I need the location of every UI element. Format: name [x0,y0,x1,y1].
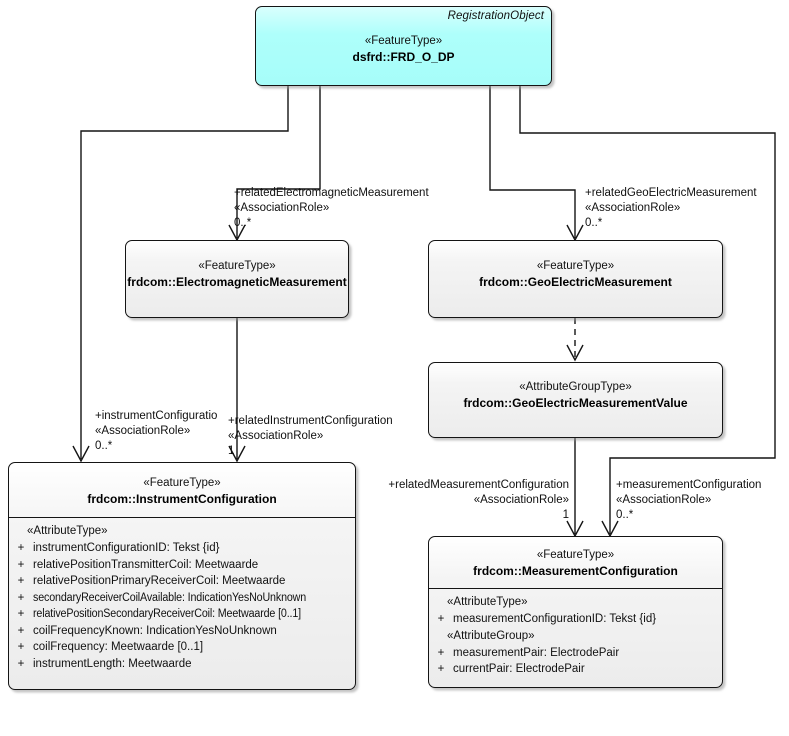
class-box-instrumentconfiguration[interactable]: «FeatureType» frdcom::InstrumentConfigur… [8,462,356,690]
attribute-row: + measurementConfigurationID: Tekst {id} [429,611,722,628]
association-role-name: +relatedMeasurementConfiguration [388,479,569,491]
attribute-visibility: + [17,558,25,571]
edge-label-related-geoelectric: +relatedGeoElectricMeasurement «Associat… [585,186,757,231]
edge-label-related-measurement-configuration: +relatedMeasurementConfiguration «Associ… [369,478,569,523]
association-stereotype: «AssociationRole» [234,202,330,214]
association-stereotype: «AssociationRole» [585,202,681,214]
class-box-frd-o-dp[interactable]: RegistrationObject «FeatureType» dsfrd::… [255,6,552,86]
attribute-visibility: + [437,646,445,659]
attribute-row: + measurementPair: ElectrodePair [429,645,722,662]
attribute-row: + coilFrequency: Meetwaarde [0..1] [9,639,355,656]
association-role-name: +relatedInstrumentConfiguration [228,415,393,427]
compartment-divider [429,588,722,589]
class-stereotype: «AttributeGroupType» [519,381,632,393]
attribute-text: coilFrequency: Meetwaarde [0..1] [33,641,204,653]
attribute-visibility: + [17,591,25,604]
attribute-row: + instrumentConfigurationID: Tekst {id} [9,540,355,557]
edge-label-measurement-configuration: +measurementConfiguration «AssociationRo… [616,478,761,523]
attribute-text: relativePositionPrimaryReceiverCoil: Mee… [33,575,286,587]
association-stereotype: «AssociationRole» [616,494,712,506]
association-multiplicity: 0..* [616,509,634,521]
class-name: frdcom::MeasurementConfiguration [473,564,678,578]
class-header: «FeatureType» frdcom::MeasurementConfigu… [429,537,722,588]
class-stereotype: «FeatureType» [198,260,276,272]
class-name: frdcom::GeoElectricMeasurementValue [463,396,688,410]
class-stereotype: «FeatureType» [143,477,221,489]
attribute-row: + relativePositionPrimaryReceiverCoil: M… [9,573,355,590]
association-multiplicity: 0..* [234,217,252,229]
attribute-visibility: + [437,663,445,675]
association-role-name: +relatedElectromagneticMeasurement [234,187,429,199]
attribute-text: relativePositionTransmitterCoil: Meetwaa… [33,558,259,571]
attribute-group-label: «AttributeGroup» [447,629,535,642]
attribute-visibility: + [17,575,25,587]
attribute-text: relativePositionSecondaryReceiverCoil: M… [33,608,302,620]
attribute-visibility: + [17,624,25,637]
association-stereotype: «AssociationRole» [95,425,191,437]
attribute-row: + currentPair: ElectrodePair [429,661,722,678]
attribute-visibility: + [17,641,25,653]
class-name: frdcom::ElectromagneticMeasurement [127,275,347,289]
class-box-measurementconfiguration[interactable]: «FeatureType» frdcom::MeasurementConfigu… [428,536,723,688]
edge-label-related-instrument-configuration: +relatedInstrumentConfiguration «Associa… [228,414,393,459]
association-stereotype: «AssociationRole» [473,494,569,506]
attribute-row: + secondaryReceiverCoilAvailable: Indica… [9,590,355,607]
attribute-visibility: + [437,613,445,625]
edge-root-to-geoelectricmeasurement [489,86,576,238]
association-role-name: +instrumentConfiguratio [95,410,218,422]
attribute-visibility: + [17,608,25,620]
class-header: «FeatureType» frdcom::InstrumentConfigur… [9,463,355,517]
association-role-name: +relatedGeoElectricMeasurement [585,187,757,199]
association-multiplicity: 1 [228,445,235,457]
edge-label-related-electromagnetic: +relatedElectromagneticMeasurement «Asso… [234,186,429,231]
class-box-geoelectricmeasurement[interactable]: «FeatureType» frdcom::GeoElectricMeasure… [428,240,723,318]
attribute-visibility: + [17,657,25,670]
compartment-divider [9,517,355,518]
class-name: frdcom::GeoElectricMeasurement [479,275,672,289]
attribute-group-label: «AttributeType» [447,596,528,608]
edge-label-instrument-configuration: +instrumentConfiguratio «AssociationRole… [95,409,217,454]
attribute-text: instrumentConfigurationID: Tekst {id} [33,542,220,554]
class-stereotype: «FeatureType» [536,549,615,561]
attribute-text: measurementConfigurationID: Tekst {id} [453,613,657,625]
attribute-text: coilFrequencyKnown: IndicationYesNoUnkno… [33,624,277,637]
attribute-row: + instrumentLength: Meetwaarde [9,656,355,673]
attribute-visibility: + [17,542,25,554]
attributes-compartment: «AttributeType» + instrumentConfiguratio… [9,518,355,676]
class-stereotype: «FeatureType» [536,260,615,272]
attribute-group-label: «AttributeType» [27,525,108,537]
registration-object-label: RegistrationObject [447,10,544,22]
association-role-name: +measurementConfiguration [616,479,762,491]
class-box-electromagneticmeasurement[interactable]: «FeatureType» frdcom::ElectromagneticMea… [125,240,349,318]
association-stereotype: «AssociationRole» [228,430,324,442]
class-stereotype: «FeatureType» [364,35,443,47]
attribute-text: secondaryReceiverCoilAvailable: Indicati… [33,591,307,604]
association-multiplicity: 0..* [95,440,113,452]
attribute-row: + relativePositionTransmitterCoil: Meetw… [9,557,355,574]
attribute-text: measurementPair: ElectrodePair [453,646,620,659]
class-name: frdcom::InstrumentConfiguration [87,492,277,506]
class-box-geoelectricmeasurementvalue[interactable]: «AttributeGroupType» frdcom::GeoElectric… [428,362,723,438]
attribute-text: instrumentLength: Meetwaarde [33,657,192,670]
class-name: dsfrd::FRD_O_DP [352,50,455,64]
attribute-text: currentPair: ElectrodePair [453,663,585,675]
attribute-row: + relativePositionSecondaryReceiverCoil:… [9,606,355,623]
attributes-compartment: «AttributeType» + measurementConfigurati… [429,589,722,682]
association-multiplicity: 0..* [585,217,603,229]
attribute-row: + coilFrequencyKnown: IndicationYesNoUnk… [9,623,355,640]
association-multiplicity: 1 [562,509,569,521]
